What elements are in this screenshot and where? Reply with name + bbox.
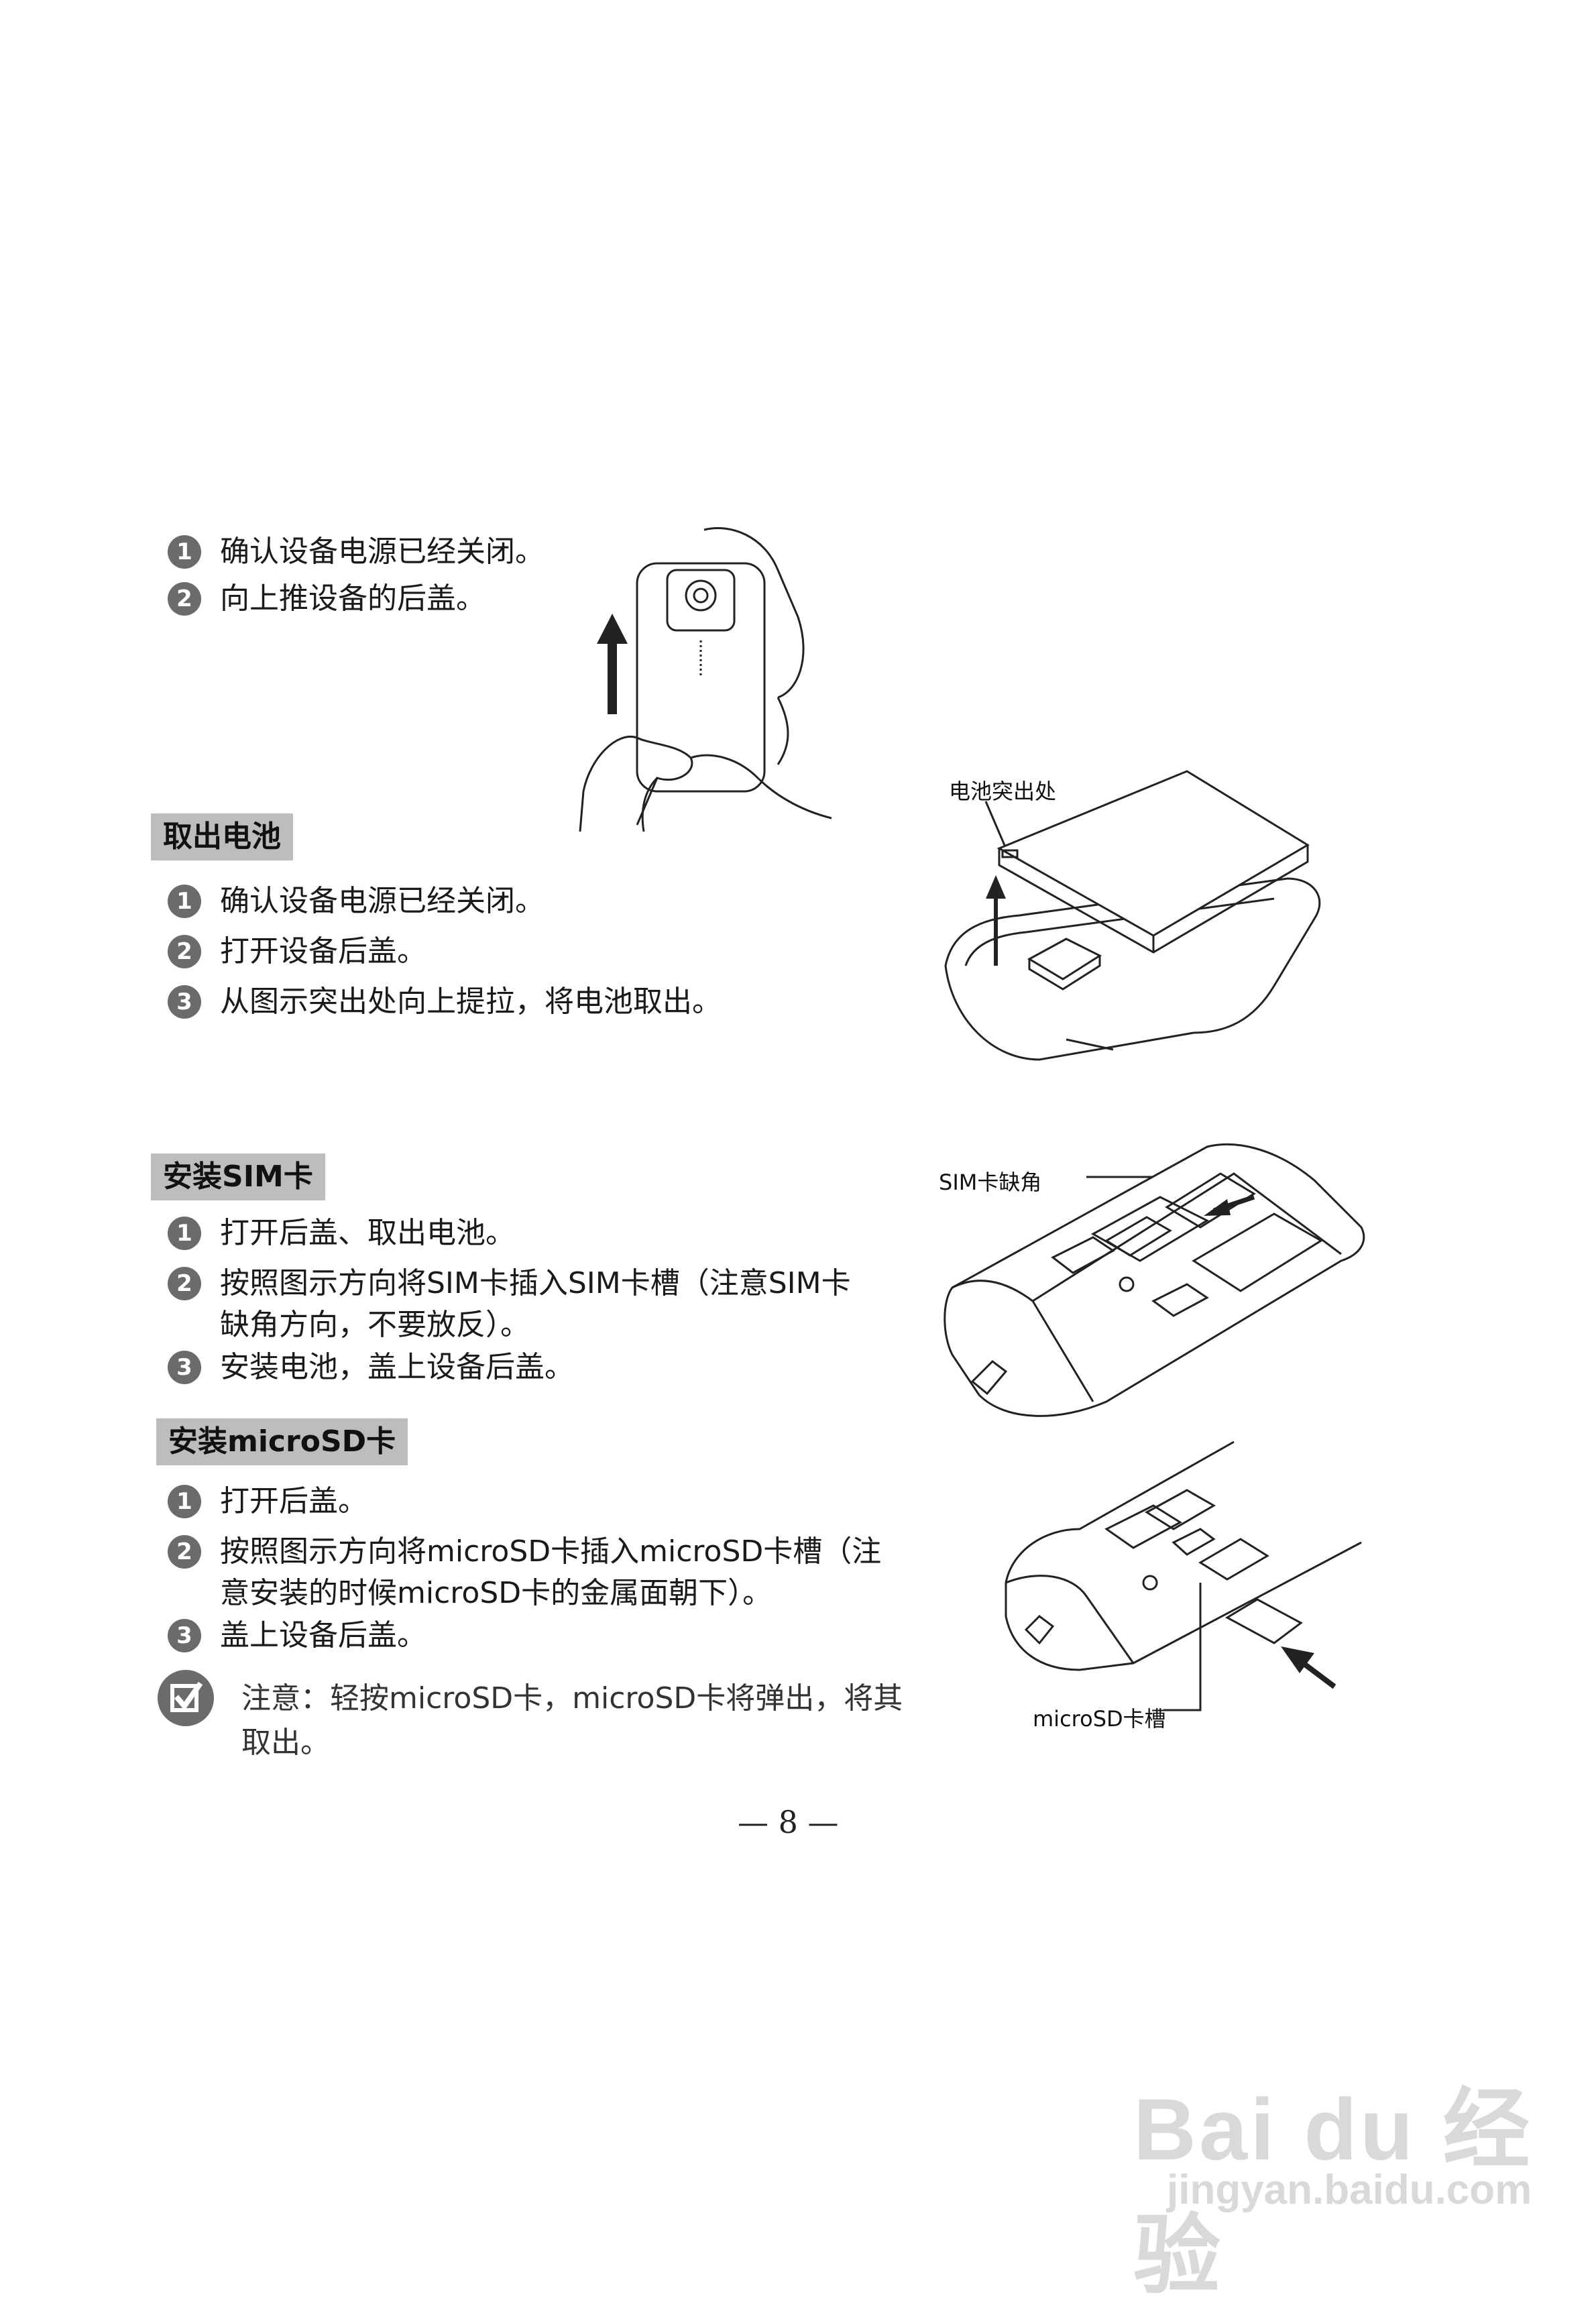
insert-arrow-icon — [1281, 1646, 1336, 1689]
section-heading-remove-battery: 取出电池 — [151, 813, 293, 860]
step-text: 按照图示方向将microSD卡插入microSD卡槽（注 意安装的时候micro… — [220, 1534, 882, 1610]
step-text: 打开后盖。 — [220, 1484, 367, 1518]
step-number-badge: 3 — [168, 1351, 201, 1384]
page-number: — 8 — — [738, 1804, 839, 1840]
battery-step-1: 1 确认设备电源已经关闭。 — [168, 881, 545, 922]
step-text: 盖上设备后盖。 — [220, 1618, 426, 1652]
microsd-step-3: 3 盖上设备后盖。 — [168, 1615, 426, 1656]
step-text: 从图示突出处向上提拉，将电池取出。 — [220, 984, 722, 1019]
sim-step-3: 3 安装电池，盖上设备后盖。 — [168, 1347, 574, 1388]
battery-tab-callout: 电池突出处 — [949, 779, 1057, 804]
step-number-badge: 1 — [168, 1217, 201, 1250]
sim-step-2: 2 按照图示方向将SIM卡插入SIM卡槽（注意SIM卡 缺角方向，不要放反）。 — [168, 1263, 851, 1346]
cover-step-2: 2 向上推设备的后盖。 — [168, 578, 486, 620]
step-number-badge: 1 — [168, 885, 201, 918]
insert-arrow-icon — [1204, 1194, 1255, 1216]
step-text: 打开后盖、取出电池。 — [220, 1216, 515, 1250]
microsd-step-1: 1 打开后盖。 — [168, 1481, 367, 1522]
step-number-badge: 3 — [168, 985, 201, 1019]
sim-step-1: 1 打开后盖、取出电池。 — [168, 1213, 515, 1254]
step-number-badge: 2 — [168, 1267, 201, 1300]
step-text: 按照图示方向将SIM卡插入SIM卡槽（注意SIM卡 缺角方向，不要放反）。 — [220, 1266, 851, 1342]
step-number-badge: 1 — [168, 1485, 201, 1518]
microsd-install-illustration — [1005, 1441, 1362, 1711]
step-number-badge: 2 — [168, 582, 201, 616]
battery-removal-illustration — [944, 770, 1321, 1061]
section-heading-install-microsd: 安装microSD卡 — [156, 1418, 408, 1465]
up-arrow-icon — [986, 875, 1006, 966]
microsd-card-icon — [1224, 1598, 1303, 1644]
step-text: 向上推设备的后盖。 — [220, 581, 486, 616]
step-number-badge: 1 — [168, 535, 201, 569]
step-text: 确认设备电源已经关闭。 — [220, 884, 545, 918]
microsd-note: 注意：轻按microSD卡，microSD卡将弹出，将其 取出。 — [241, 1681, 903, 1760]
step-text: 打开设备后盖。 — [220, 934, 426, 968]
step-text: 确认设备电源已经关闭。 — [220, 534, 545, 569]
checkbox-icon — [158, 1670, 214, 1726]
section-heading-install-sim: 安装SIM卡 — [151, 1153, 325, 1200]
battery-step-2: 2 打开设备后盖。 — [168, 931, 426, 972]
baidu-watermark-logo: Bai du 经验 — [1133, 2080, 1533, 2304]
step-text: 安装电池，盖上设备后盖。 — [220, 1350, 574, 1384]
cover-step-1: 1 确认设备电源已经关闭。 — [168, 531, 545, 573]
step-number-badge: 2 — [168, 1535, 201, 1569]
sim-notch-callout: SIM卡缺角 — [939, 1170, 1042, 1195]
step-number-badge: 2 — [168, 935, 201, 968]
battery-step-3: 3 从图示突出处向上提拉，将电池取出。 — [168, 981, 722, 1023]
microsd-step-2: 2 按照图示方向将microSD卡插入microSD卡槽（注 意安装的时候mic… — [168, 1531, 881, 1614]
step-number-badge: 3 — [168, 1619, 201, 1652]
push-cover-illustration — [579, 527, 832, 832]
baidu-watermark-url: jingyan.baidu.com — [1167, 2167, 1532, 2213]
up-arrow-icon — [597, 614, 628, 714]
sim-install-illustration — [944, 1143, 1365, 1417]
microsd-slot-callout: microSD卡槽 — [1033, 1706, 1166, 1732]
